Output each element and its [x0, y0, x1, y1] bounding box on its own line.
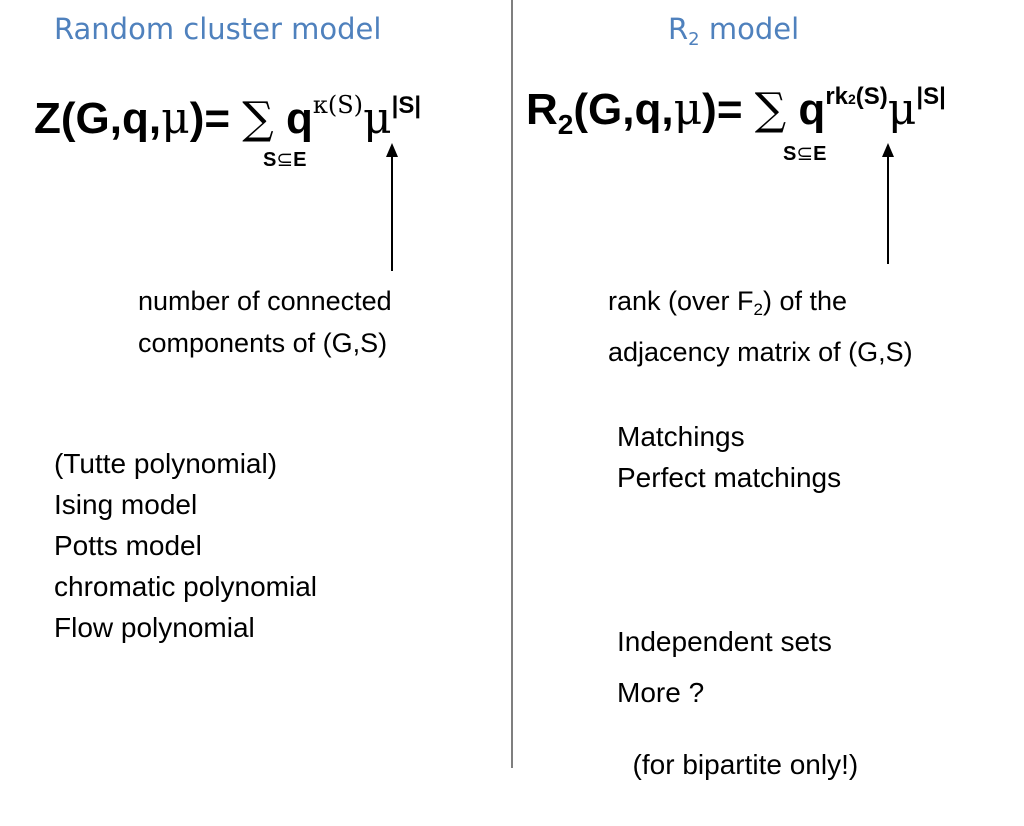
formula-q: q — [798, 85, 826, 134]
left-arrow-head — [386, 143, 398, 157]
sigma-symbol: ∑ — [754, 84, 787, 135]
right-list-more: More ? — [617, 672, 704, 713]
list-item: (for bipartite only!) — [617, 749, 859, 780]
left-arrow-line — [391, 156, 393, 271]
right-note: rank (over F2) of the adjacency matrix o… — [608, 286, 913, 367]
left-heading: Random cluster model — [54, 12, 382, 46]
right-arrow-line — [887, 156, 889, 264]
size-exponent: |S| — [916, 83, 946, 110]
list-item: Flow polynomial — [54, 612, 255, 643]
size-exponent: |S| — [391, 92, 422, 119]
formula-equals: )= — [189, 94, 231, 143]
formula-lhs: (G,q, — [573, 85, 674, 134]
list-item: Perfect matchings — [617, 462, 842, 493]
list-item: chromatic polynomial — [54, 571, 317, 602]
list-item: (Tutte polynomial) — [54, 448, 278, 479]
kappa-exponent: κ(S) — [312, 91, 364, 119]
list-item: Ising model — [54, 489, 198, 520]
rank-exponent: rk2(S) — [825, 83, 888, 110]
column-divider — [511, 0, 513, 768]
left-sum-index: S⊆E — [263, 147, 307, 171]
right-formula: R2(G,q,μ)= ∑ qrk2(S)μ|S| — [526, 85, 946, 139]
formula-r-sub: 2 — [557, 109, 574, 140]
formula-r: R — [526, 85, 558, 134]
right-arrow-head — [882, 143, 894, 157]
right-list-matchings: Matchings Perfect matchings — [617, 416, 841, 498]
formula-q: q — [285, 94, 313, 143]
list-item: Potts model — [54, 530, 202, 561]
mu-symbol: μ — [673, 84, 703, 135]
formula-lhs: Z(G,q, — [34, 94, 162, 143]
left-formula: Z(G,q,μ)= ∑ qκ(S)μ|S| — [34, 93, 421, 143]
list-item: Matchings — [617, 421, 745, 452]
sigma-symbol: ∑ — [242, 93, 274, 144]
mu-symbol: μ — [161, 93, 190, 144]
left-model-list: (Tutte polynomial) Ising model Potts mod… — [54, 443, 317, 648]
list-item: More ? — [617, 677, 705, 708]
left-note: number of connected components of (G,S) — [138, 286, 392, 358]
formula-equals: )= — [702, 85, 743, 134]
right-sum-index: S⊆E — [783, 141, 827, 165]
list-item: Independent sets — [617, 626, 832, 657]
mu-symbol-2: μ — [363, 93, 392, 144]
right-heading: R2 model — [668, 12, 800, 50]
mu-symbol-2: μ — [887, 84, 917, 135]
